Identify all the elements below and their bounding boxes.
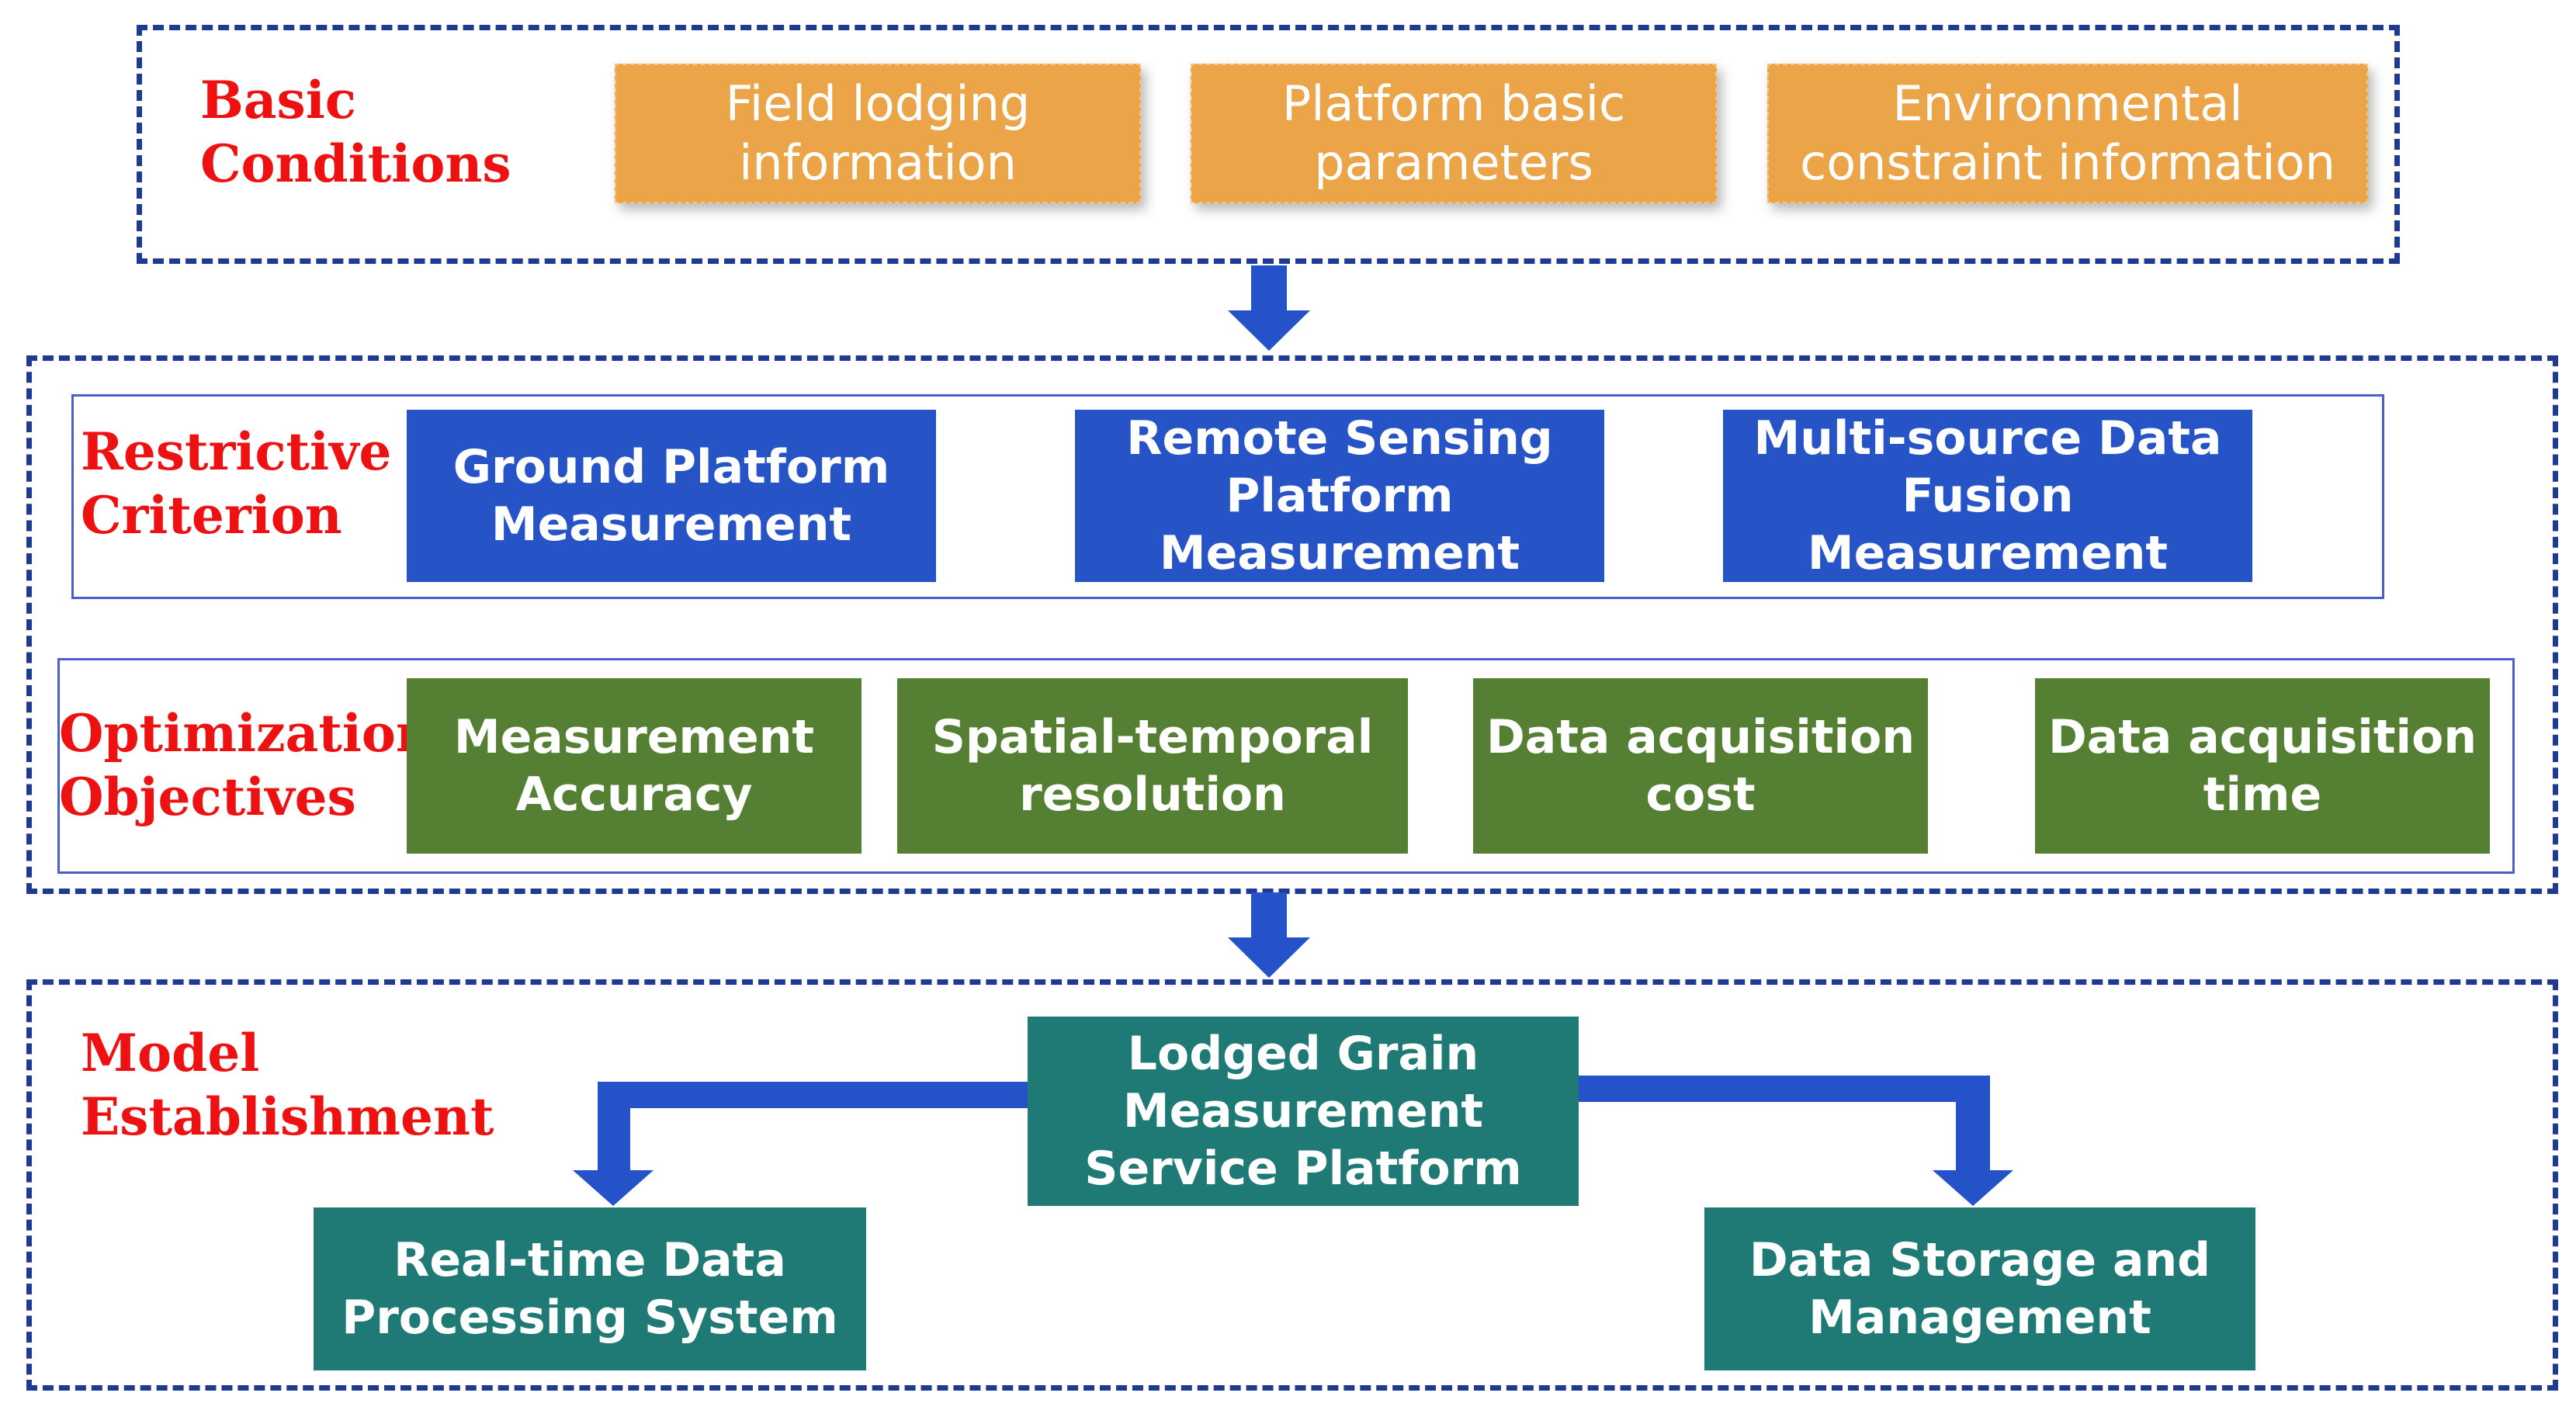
field-lodging-information-text: Field lodging information [725,75,1031,191]
data-acquisition-cost-box: Data acquisition cost [1473,678,1928,854]
measurement-accuracy-box: Measurement Accuracy [407,678,862,854]
lodged-grain-platform-text: Lodged Grain Measurement Service Platfor… [1084,1027,1522,1196]
data-acquisition-time-box: Data acquisition time [2035,678,2490,854]
optimization-objectives-label-text: Optimization Objectives [59,703,433,827]
criteria-objectives-frame [26,355,2558,894]
basic-conditions-label-text: Basic Conditions [200,70,511,194]
platform-basic-parameters-box: Platform basic parameters [1191,64,1717,203]
remote-sensing-platform-measurement-text: Remote Sensing Platform Measurement [1126,411,1553,580]
real-time-data-processing-box: Real-time Data Processing System [314,1207,866,1370]
restrictive-criterion-label: Restrictive Criterion [81,420,391,547]
model-establishment-frame [26,979,2558,1391]
multi-source-data-fusion-measurement-box: Multi-source Data Fusion Measurement [1723,410,2252,582]
arrow-center-to-right [1579,1076,2013,1206]
measurement-accuracy-text: Measurement Accuracy [453,710,815,822]
arrow-center-to-left [573,1082,1028,1206]
environmental-constraint-information-text: Environmental constraint information [1800,75,2335,191]
remote-sensing-platform-measurement-box: Remote Sensing Platform Measurement [1075,410,1604,582]
real-time-data-processing-text: Real-time Data Processing System [342,1233,838,1345]
lodged-grain-platform-box: Lodged Grain Measurement Service Platfor… [1028,1017,1579,1206]
field-lodging-information-box: Field lodging information [615,64,1141,203]
platform-basic-parameters-text: Platform basic parameters [1281,75,1626,191]
restrictive-criterion-label-text: Restrictive Criterion [81,421,392,546]
arrow-criteria-to-model [1228,892,1310,978]
data-storage-management-box: Data Storage and Management [1704,1207,2255,1370]
optimization-objectives-label: Optimization Objectives [59,702,433,829]
optimization-objectives-frame [57,658,2515,874]
model-establishment-label-text: Model Establishment [81,1023,494,1147]
basic-conditions-label: Basic Conditions [200,68,511,196]
spatial-temporal-resolution-text: Spatial-temporal resolution [931,710,1374,822]
restrictive-criterion-frame [71,394,2384,599]
basic-conditions-frame [137,25,2400,264]
model-establishment-label: Model Establishment [81,1021,494,1148]
environmental-constraint-information-box: Environmental constraint information [1767,64,2368,203]
data-acquisition-cost-text: Data acquisition cost [1486,710,1916,822]
data-storage-management-text: Data Storage and Management [1749,1233,2211,1345]
spatial-temporal-resolution-box: Spatial-temporal resolution [897,678,1408,854]
data-acquisition-time-text: Data acquisition time [2047,710,2477,822]
ground-platform-measurement-text: Ground Platform Measurement [452,440,890,552]
multi-source-data-fusion-measurement-text: Multi-source Data Fusion Measurement [1753,411,2222,580]
arrow-basic-to-criteria [1228,265,1310,351]
ground-platform-measurement-box: Ground Platform Measurement [407,410,936,582]
